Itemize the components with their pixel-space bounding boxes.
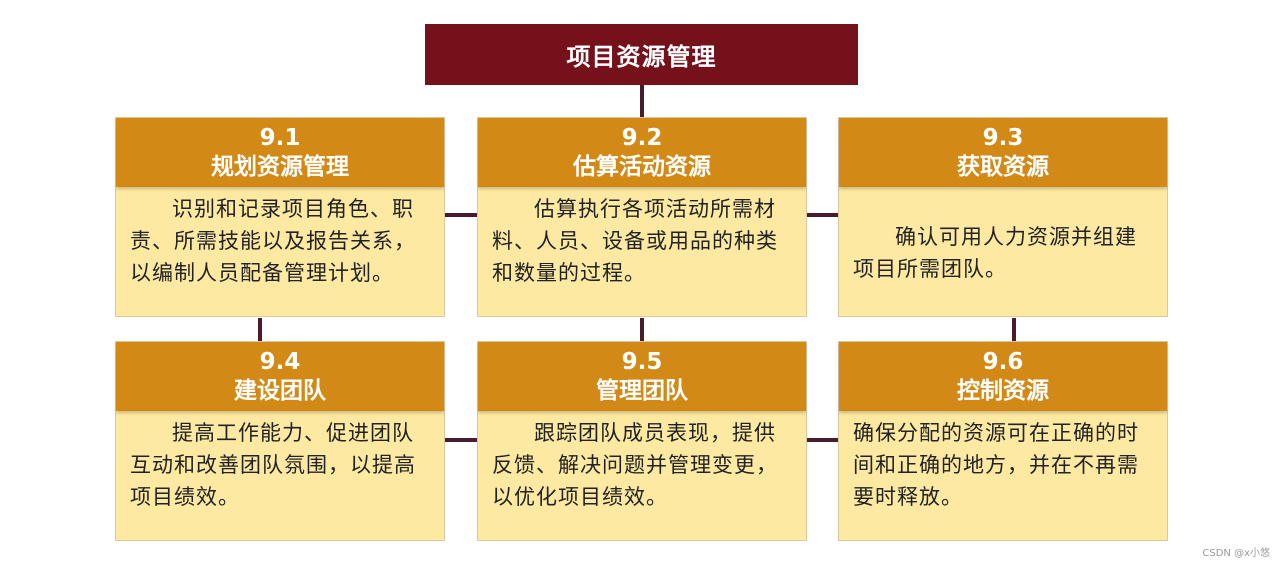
process-description: 跟踪团队成员表现，提供反馈、解决问题并管理变更，以优化项目绩效。 (492, 421, 778, 509)
process-number: 9.1 (259, 125, 301, 151)
process-number: 9.6 (982, 349, 1024, 375)
connector-title (640, 85, 644, 117)
process-header: 9.5 管理团队 (478, 342, 806, 411)
process-box-9-4: 9.4 建设团队 提高工作能力、促进团队互动和改善团队氛围，以提高项目绩效。 (115, 341, 445, 541)
process-box-9-3: 9.3 获取资源 确认可用人力资源并组建项目所需团队。 (838, 117, 1168, 317)
connector-9-3-9-6 (1012, 318, 1016, 341)
process-description: 识别和记录项目角色、职责、所需技能以及报告关系，以编制人员配备管理计划。 (130, 197, 416, 285)
connector-9-1-9-4 (258, 318, 262, 341)
process-name: 规划资源管理 (211, 154, 349, 180)
process-description: 确保分配的资源可在正确的时间和正确的地方，并在不再需要时释放。 (853, 421, 1139, 509)
connector-9-1-9-2 (445, 213, 477, 217)
process-box-9-5: 9.5 管理团队 跟踪团队成员表现，提供反馈、解决问题并管理变更，以优化项目绩效… (477, 341, 807, 541)
process-description: 提高工作能力、促进团队互动和改善团队氛围，以提高项目绩效。 (130, 421, 416, 509)
process-header: 9.3 获取资源 (839, 118, 1167, 187)
process-header: 9.1 规划资源管理 (116, 118, 444, 187)
process-header: 9.2 估算活动资源 (478, 118, 806, 187)
process-name: 控制资源 (957, 378, 1049, 404)
process-number: 9.3 (982, 125, 1024, 151)
process-number: 9.5 (621, 349, 663, 375)
process-box-9-6: 9.6 控制资源 确保分配的资源可在正确的时间和正确的地方，并在不再需要时释放。 (838, 341, 1168, 541)
process-description: 估算执行各项活动所需材料、人员、设备或用品的种类和数量的过程。 (492, 197, 778, 285)
process-description: 确认可用人力资源并组建项目所需团队。 (853, 225, 1137, 281)
process-number: 9.2 (621, 125, 663, 151)
process-box-9-1: 9.1 规划资源管理 识别和记录项目角色、职责、所需技能以及报告关系，以编制人员… (115, 117, 445, 317)
connector-9-4-9-5 (445, 438, 477, 442)
connector-9-2-9-5 (640, 318, 644, 341)
process-header: 9.6 控制资源 (839, 342, 1167, 411)
diagram-title: 项目资源管理 (425, 24, 858, 85)
process-box-9-2: 9.2 估算活动资源 估算执行各项活动所需材料、人员、设备或用品的种类和数量的过… (477, 117, 807, 317)
process-header: 9.4 建设团队 (116, 342, 444, 411)
process-name: 管理团队 (596, 378, 688, 404)
process-name: 获取资源 (957, 154, 1049, 180)
connector-9-5-9-6 (806, 438, 838, 442)
watermark: CSDN @x小悠 (1202, 548, 1270, 559)
connector-9-2-9-3 (806, 213, 838, 217)
process-number: 9.4 (259, 349, 301, 375)
process-name: 估算活动资源 (573, 154, 711, 180)
process-name: 建设团队 (234, 378, 326, 404)
